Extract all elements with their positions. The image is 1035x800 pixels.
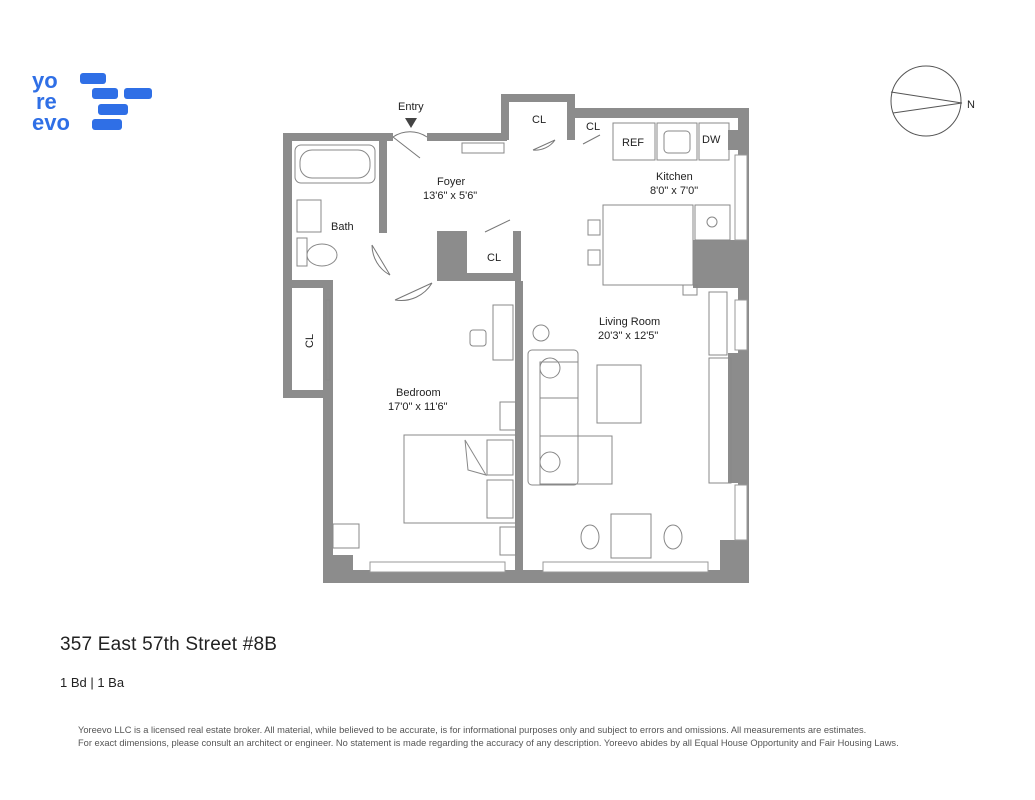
label-closet-bedroom: CL — [304, 334, 316, 348]
disclaimer-line-1: Yoreevo LLC is a licensed real estate br… — [78, 725, 867, 735]
label-bath: Bath — [331, 221, 354, 233]
disclaimer-line-2: For exact dimensions, please consult an … — [78, 737, 899, 748]
logo-text-re: re — [36, 89, 57, 114]
label-closet-small: CL — [586, 121, 600, 133]
label-kitchen-dims: 8'0" x 7'0" — [650, 185, 698, 197]
listing-beds-baths: 1 Bd | 1 Ba — [60, 675, 125, 690]
entry-arrow-icon — [405, 118, 417, 128]
legal-disclaimer: Yoreevo LLC is a licensed real estate br… — [78, 724, 958, 749]
listing-address: 357 East 57th Street #8B — [60, 634, 278, 655]
label-ref: REF — [622, 137, 644, 149]
label-entry: Entry — [398, 101, 424, 113]
label-living: Living Room — [599, 316, 660, 328]
logo-text-evo: evo — [32, 110, 70, 135]
compass-label: N — [967, 99, 975, 111]
label-bedroom-dims: 17'0" x 11'6" — [388, 401, 448, 413]
label-bedroom: Bedroom — [396, 387, 441, 399]
doors — [371, 131, 601, 301]
label-foyer: Foyer — [437, 176, 465, 188]
label-living-dims: 20'3" x 12'5" — [598, 330, 658, 342]
logo-bricks — [80, 73, 152, 130]
label-kitchen: Kitchen — [656, 171, 693, 183]
fixtures — [294, 122, 732, 559]
label-closet-foyer: CL — [487, 252, 501, 264]
windows — [369, 154, 748, 573]
label-foyer-dims: 13'6" x 5'6" — [423, 190, 477, 202]
label-dw: DW — [702, 134, 721, 146]
yoreevo-logo: yo re evo — [32, 68, 152, 135]
compass-icon — [890, 65, 963, 137]
label-closet-top: CL — [532, 114, 546, 126]
logo-text-yo: yo — [32, 68, 58, 93]
